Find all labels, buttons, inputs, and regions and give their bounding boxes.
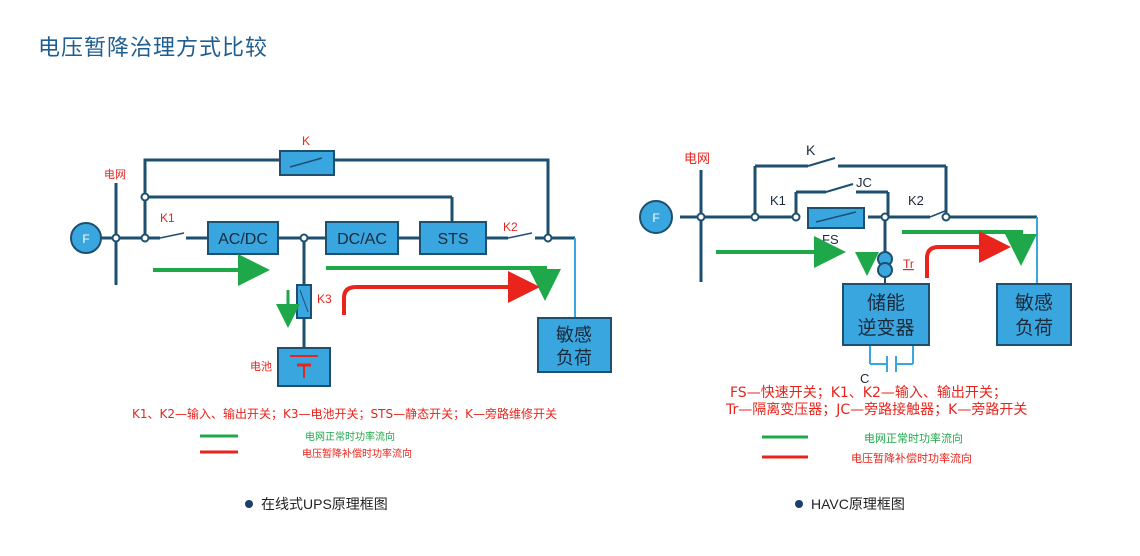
havc-tr-label: Tr: [903, 257, 914, 271]
ups-caption: 在线式UPS原理框图: [245, 494, 388, 514]
ups-k2-label: K2: [503, 220, 518, 234]
havc-load-box: [996, 283, 1072, 346]
ups-legend-green-text: 电网正常时功率流向: [305, 430, 395, 443]
svg-text:F: F: [82, 232, 89, 246]
ups-sts-box: [419, 221, 487, 255]
havc-inverter-box: [842, 283, 930, 346]
svg-text:负荷: 负荷: [1015, 317, 1053, 339]
ups-load-box: [537, 317, 612, 373]
havc-caption: HAVC原理框图: [795, 494, 905, 514]
page-title: 电压暂降治理方式比较: [38, 36, 269, 61]
ups-green-flow-2: [326, 266, 561, 301]
ups-legend-red-text: 电压暂降补偿时功率流向: [302, 447, 412, 460]
ups-k-switch: [279, 150, 335, 176]
havc-k2-label: K2: [908, 193, 924, 208]
havc-grid-label: 电网: [684, 152, 710, 167]
svg-text:STS: STS: [437, 231, 468, 248]
havc-legend-text-1: FS—快速开关；K1、K2—输入、输出开关；: [730, 385, 1007, 401]
ups-red-flow: [342, 271, 540, 315]
bullet-icon: [795, 500, 803, 509]
havc-fs-label: FS: [822, 232, 839, 247]
ups-k1-label: K1: [160, 211, 175, 225]
ups-dcac-box: [325, 221, 399, 255]
havc-jc-label: JC: [856, 175, 872, 190]
havc-k1-label: K1: [770, 193, 786, 208]
svg-text:储能: 储能: [867, 292, 905, 314]
havc-diagram: [680, 164, 1037, 282]
ups-k3-label: K3: [317, 292, 332, 306]
svg-text:DC/AC: DC/AC: [337, 231, 387, 248]
havc-c-label: C: [860, 371, 869, 386]
svg-text:敏感: 敏感: [1015, 292, 1053, 314]
svg-text:负荷: 负荷: [556, 348, 592, 369]
havc-legend-text-2: Tr—隔离变压器；JC—旁路接触器；K—旁路开关: [725, 401, 1027, 418]
svg-text:逆变器: 逆变器: [857, 317, 914, 339]
ups-grid-label: 电网: [104, 168, 126, 181]
havc-red-flow: [925, 231, 1011, 278]
svg-text:敏感: 敏感: [556, 325, 592, 346]
svg-text:AC/DC: AC/DC: [218, 231, 268, 248]
havc-legend-green-text: 电网正常时功率流向: [864, 431, 963, 445]
havc-k-label: K: [806, 142, 816, 158]
ups-legend-text: K1、K2—输入、输出开关；K3—电池开关；STS—静态开关；K—旁路维修开关: [132, 406, 557, 421]
ups-source: [70, 222, 102, 254]
havc-fs-switch: [807, 207, 865, 229]
havc-legend-red-text: 电压暂降补偿时功率流向: [851, 451, 972, 465]
svg-text:F: F: [652, 211, 659, 225]
ups-k-label: K: [302, 134, 310, 148]
bullet-icon: [245, 500, 253, 509]
ups-acdc-box: [207, 221, 279, 255]
havc-green-flow-2: [902, 230, 1037, 266]
havc-source: [639, 200, 673, 234]
ups-battery-label: 电池: [250, 360, 272, 373]
